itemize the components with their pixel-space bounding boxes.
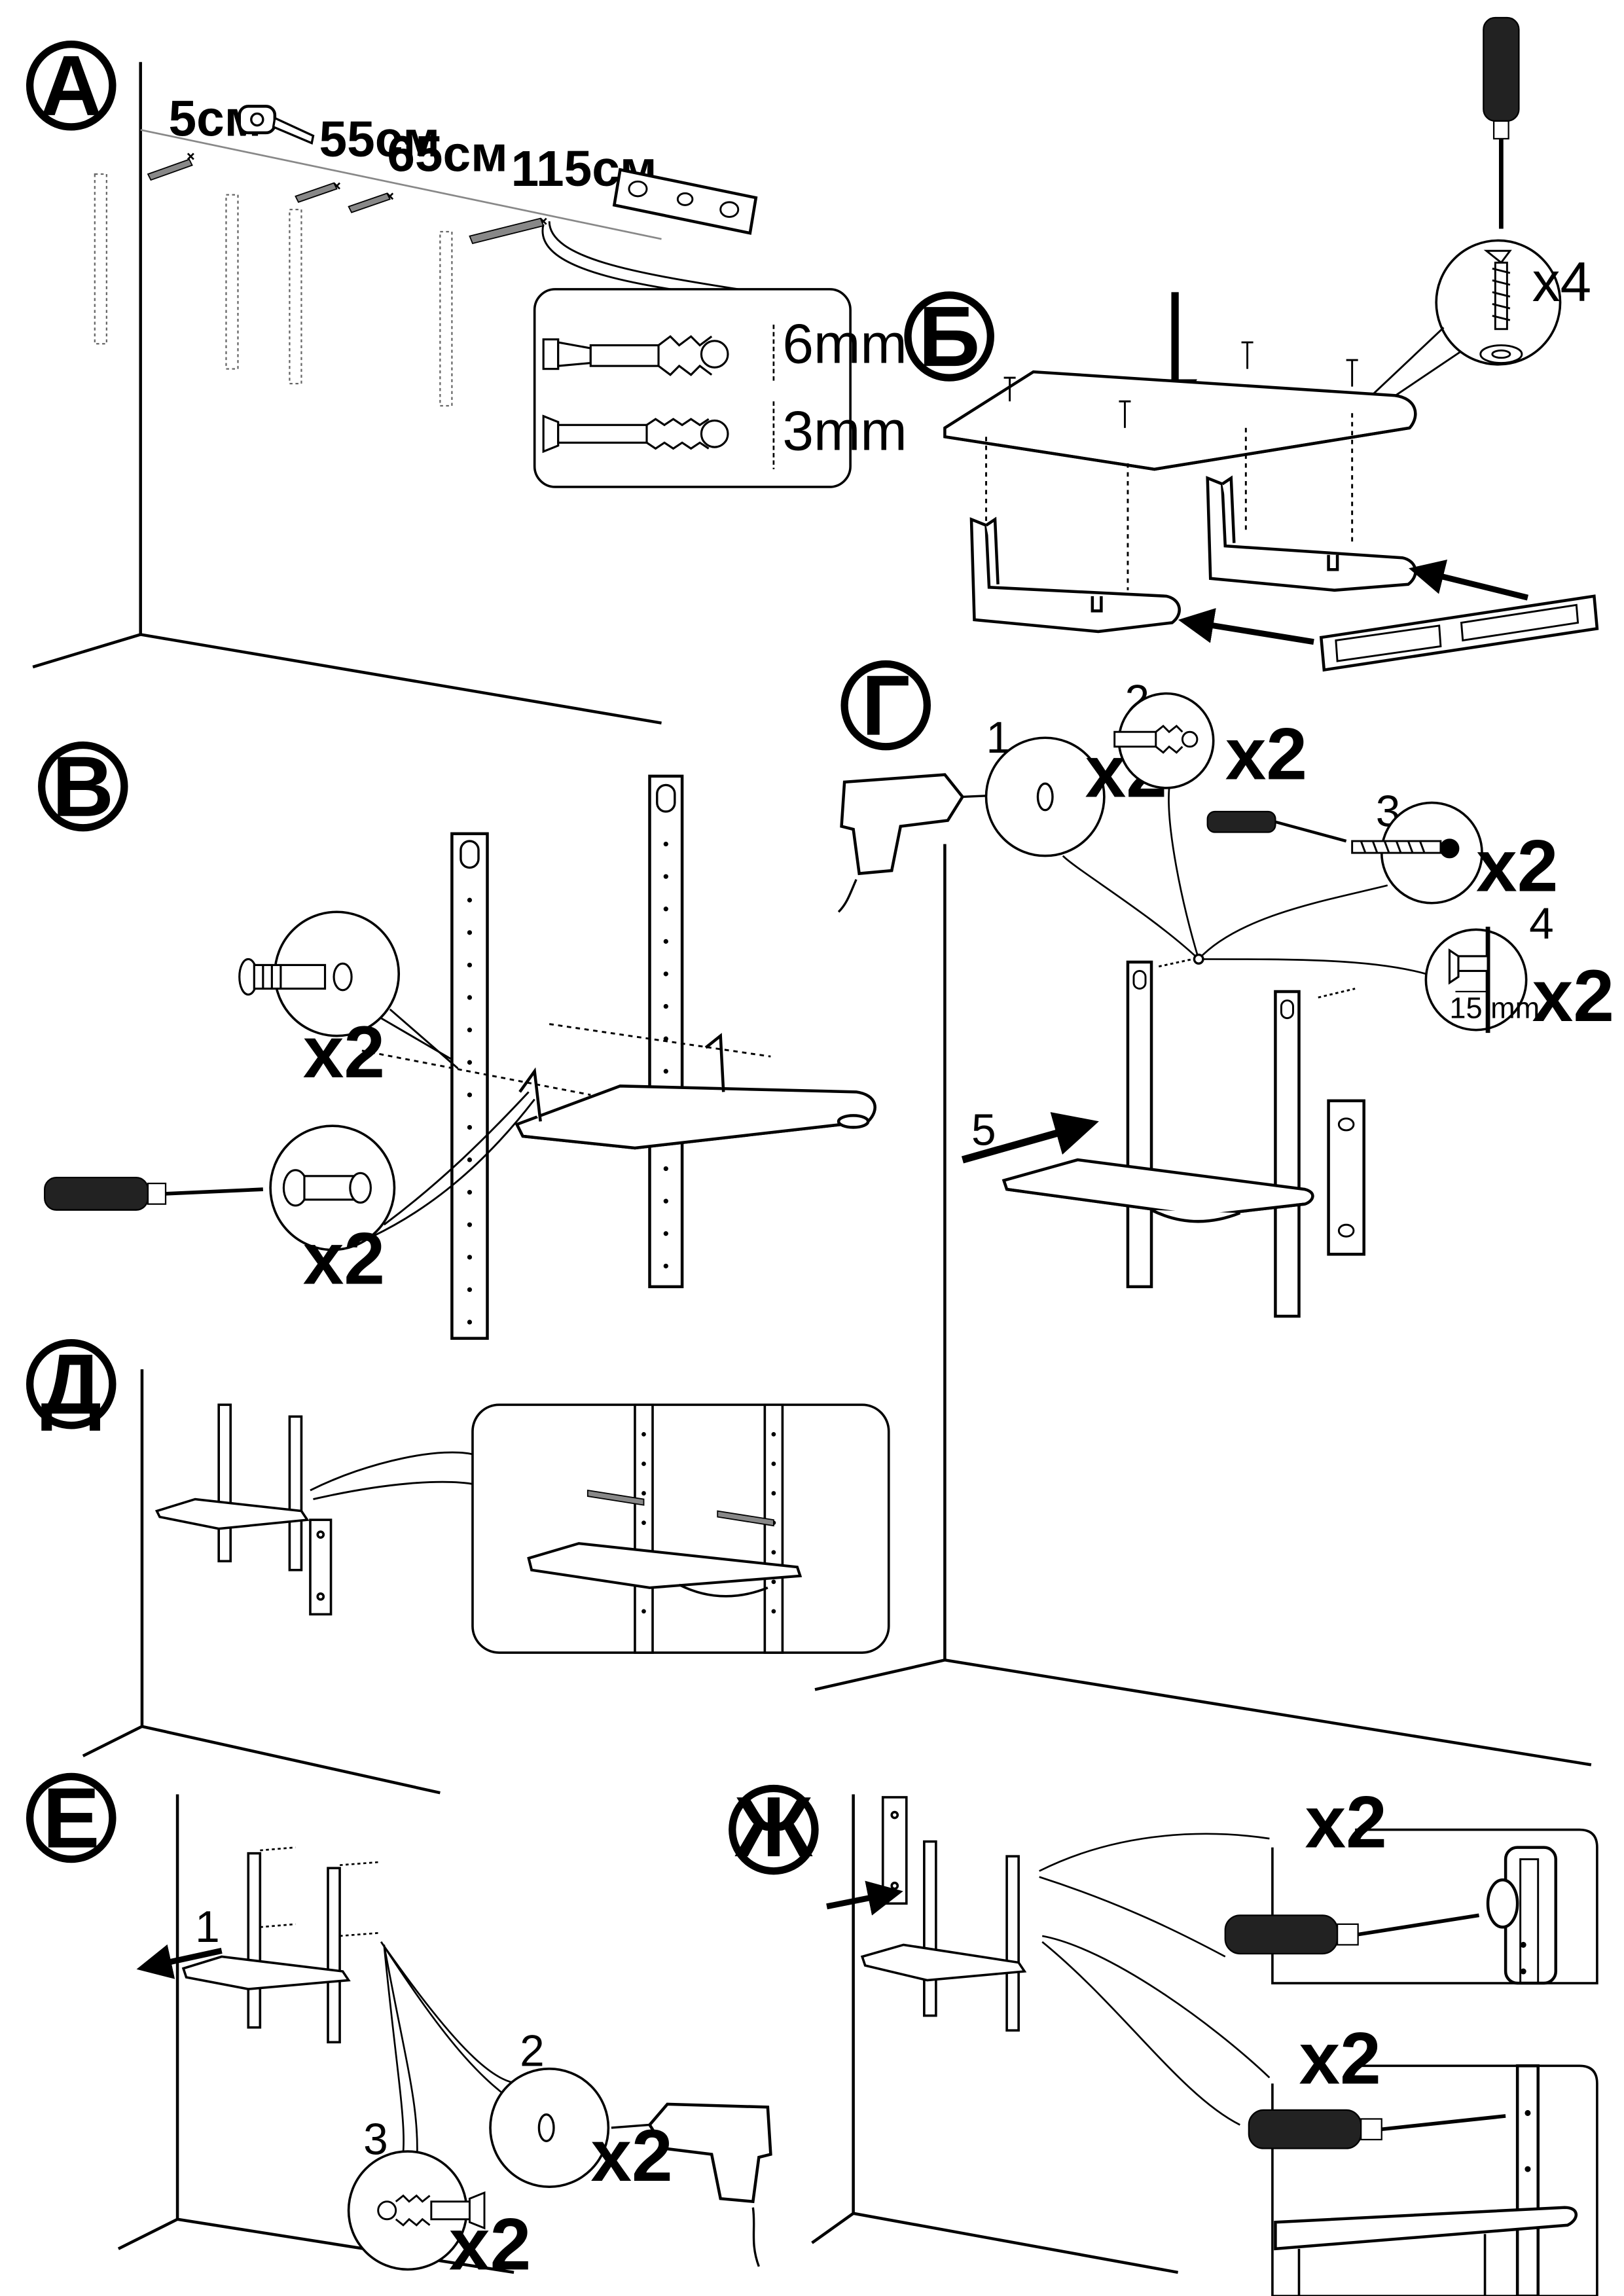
level-guide-line <box>140 129 662 240</box>
tape-measure-icon <box>238 105 315 145</box>
panel-e-badge <box>26 1772 117 1863</box>
panel-d-label: Д <box>41 1336 101 1432</box>
screw-icon <box>1351 838 1460 859</box>
top-detail-count: x2 <box>1305 1781 1387 1863</box>
wall-plug-icon <box>1113 725 1199 754</box>
screwdriver-icon <box>1248 2109 1506 2149</box>
step-2-number: 2 <box>520 2026 545 2075</box>
panel-g-label: Г <box>861 658 910 753</box>
panel-g-badge <box>840 660 931 751</box>
panel-a: А 5см 55см 65см 115см <box>26 38 907 725</box>
step-1-number: 1 <box>195 1903 220 1952</box>
vertical-rail-left <box>1126 960 1153 1289</box>
screwdriver-icon <box>1224 1913 1479 1955</box>
panel-v-badge <box>38 741 128 832</box>
step-2-count: x2 <box>590 2114 672 2197</box>
shelf-detail-box <box>471 1403 890 1654</box>
arrow-icon <box>1178 608 1314 645</box>
rail-screw-detail-bottom <box>1271 2064 1598 2296</box>
plug-size-6mm: 6mm <box>782 313 907 376</box>
wall-rail <box>1319 594 1599 672</box>
panel-b-label: Б <box>918 289 980 384</box>
vertical-rail-left <box>450 832 489 1340</box>
screw-count-x4: x4 <box>1532 251 1591 314</box>
panel-a-badge <box>26 40 117 131</box>
rail-outline-3 <box>289 209 302 385</box>
panel-zh: Ж x2 <box>729 1779 1598 2296</box>
wall-plug-icon <box>377 2191 486 2230</box>
plug-size-3mm: 3mm <box>782 400 907 463</box>
panel-zh-badge <box>729 1784 819 1875</box>
depth-15mm: 15 mm <box>1449 992 1540 1025</box>
floor-line-right <box>140 633 662 725</box>
step-5-number: 5 <box>971 1105 996 1155</box>
rail-outline-1 <box>94 173 107 345</box>
floor-line-left <box>32 633 141 669</box>
arrow-icon <box>1409 559 1529 601</box>
step-4-number: 4 <box>1529 899 1554 948</box>
step-3-count: x2 <box>1476 825 1558 907</box>
plug-detail-box: 6mm 3mm <box>533 288 907 488</box>
bottom-detail-count: x2 <box>1299 2017 1380 2099</box>
rail-outline-4 <box>439 230 453 407</box>
panel-e-label: Е <box>43 1770 99 1866</box>
shelf-board <box>943 370 1417 471</box>
screwdriver-icon <box>1483 16 1520 229</box>
arrow-icon <box>136 1944 223 1979</box>
panel-b-badge <box>904 291 994 382</box>
screw-icon <box>542 414 729 454</box>
drill-icon <box>611 2102 772 2267</box>
shelf-bracket-right <box>1206 475 1417 592</box>
bolt-count-x2: x2 <box>303 1011 385 1093</box>
vertical-rail-right <box>648 774 684 1289</box>
panel-e: Е 1 2 x2 3 <box>26 1770 772 2285</box>
shelf-board <box>1001 1158 1314 1223</box>
screwdriver-icon <box>44 1176 263 1211</box>
arrow-icon <box>826 1880 903 1916</box>
step-3-count: x2 <box>449 2202 531 2285</box>
screw-icon <box>238 958 353 996</box>
bolt-count-lower-x2: x2 <box>303 1217 385 1299</box>
dimension-65cm: 65см <box>387 127 508 183</box>
spirit-level-icon <box>612 168 758 235</box>
step-2-count: x2 <box>1225 712 1307 795</box>
step-4-count: x2 <box>1532 954 1614 1037</box>
panel-v: В <box>38 739 876 1340</box>
panel-v-label: В <box>52 739 114 834</box>
panel-a-label: А <box>41 38 102 134</box>
arrow-icon <box>961 1112 1099 1164</box>
panel-g: Г 1 x2 2 x2 3 <box>814 658 1614 1767</box>
dimension-55cm: 55см <box>319 112 440 168</box>
drill-icon <box>837 773 997 913</box>
rail-outline-2 <box>225 194 239 370</box>
shelf-bracket-left <box>969 516 1181 634</box>
panel-b: Б x4 <box>904 16 1599 672</box>
panel-zh-label: Ж <box>734 1779 813 1874</box>
pencil-marks <box>147 158 545 245</box>
wall-plug-icon <box>542 334 729 376</box>
vertical-rail-right <box>1274 990 1301 1318</box>
panel-d: Д <box>26 1336 890 1795</box>
spirit-level-icon <box>1327 1099 1365 1256</box>
panel-d-badge <box>26 1338 117 1429</box>
screwdriver-icon <box>1206 810 1347 843</box>
screw-icon <box>1479 249 1523 365</box>
shelf-board <box>514 1033 876 1150</box>
